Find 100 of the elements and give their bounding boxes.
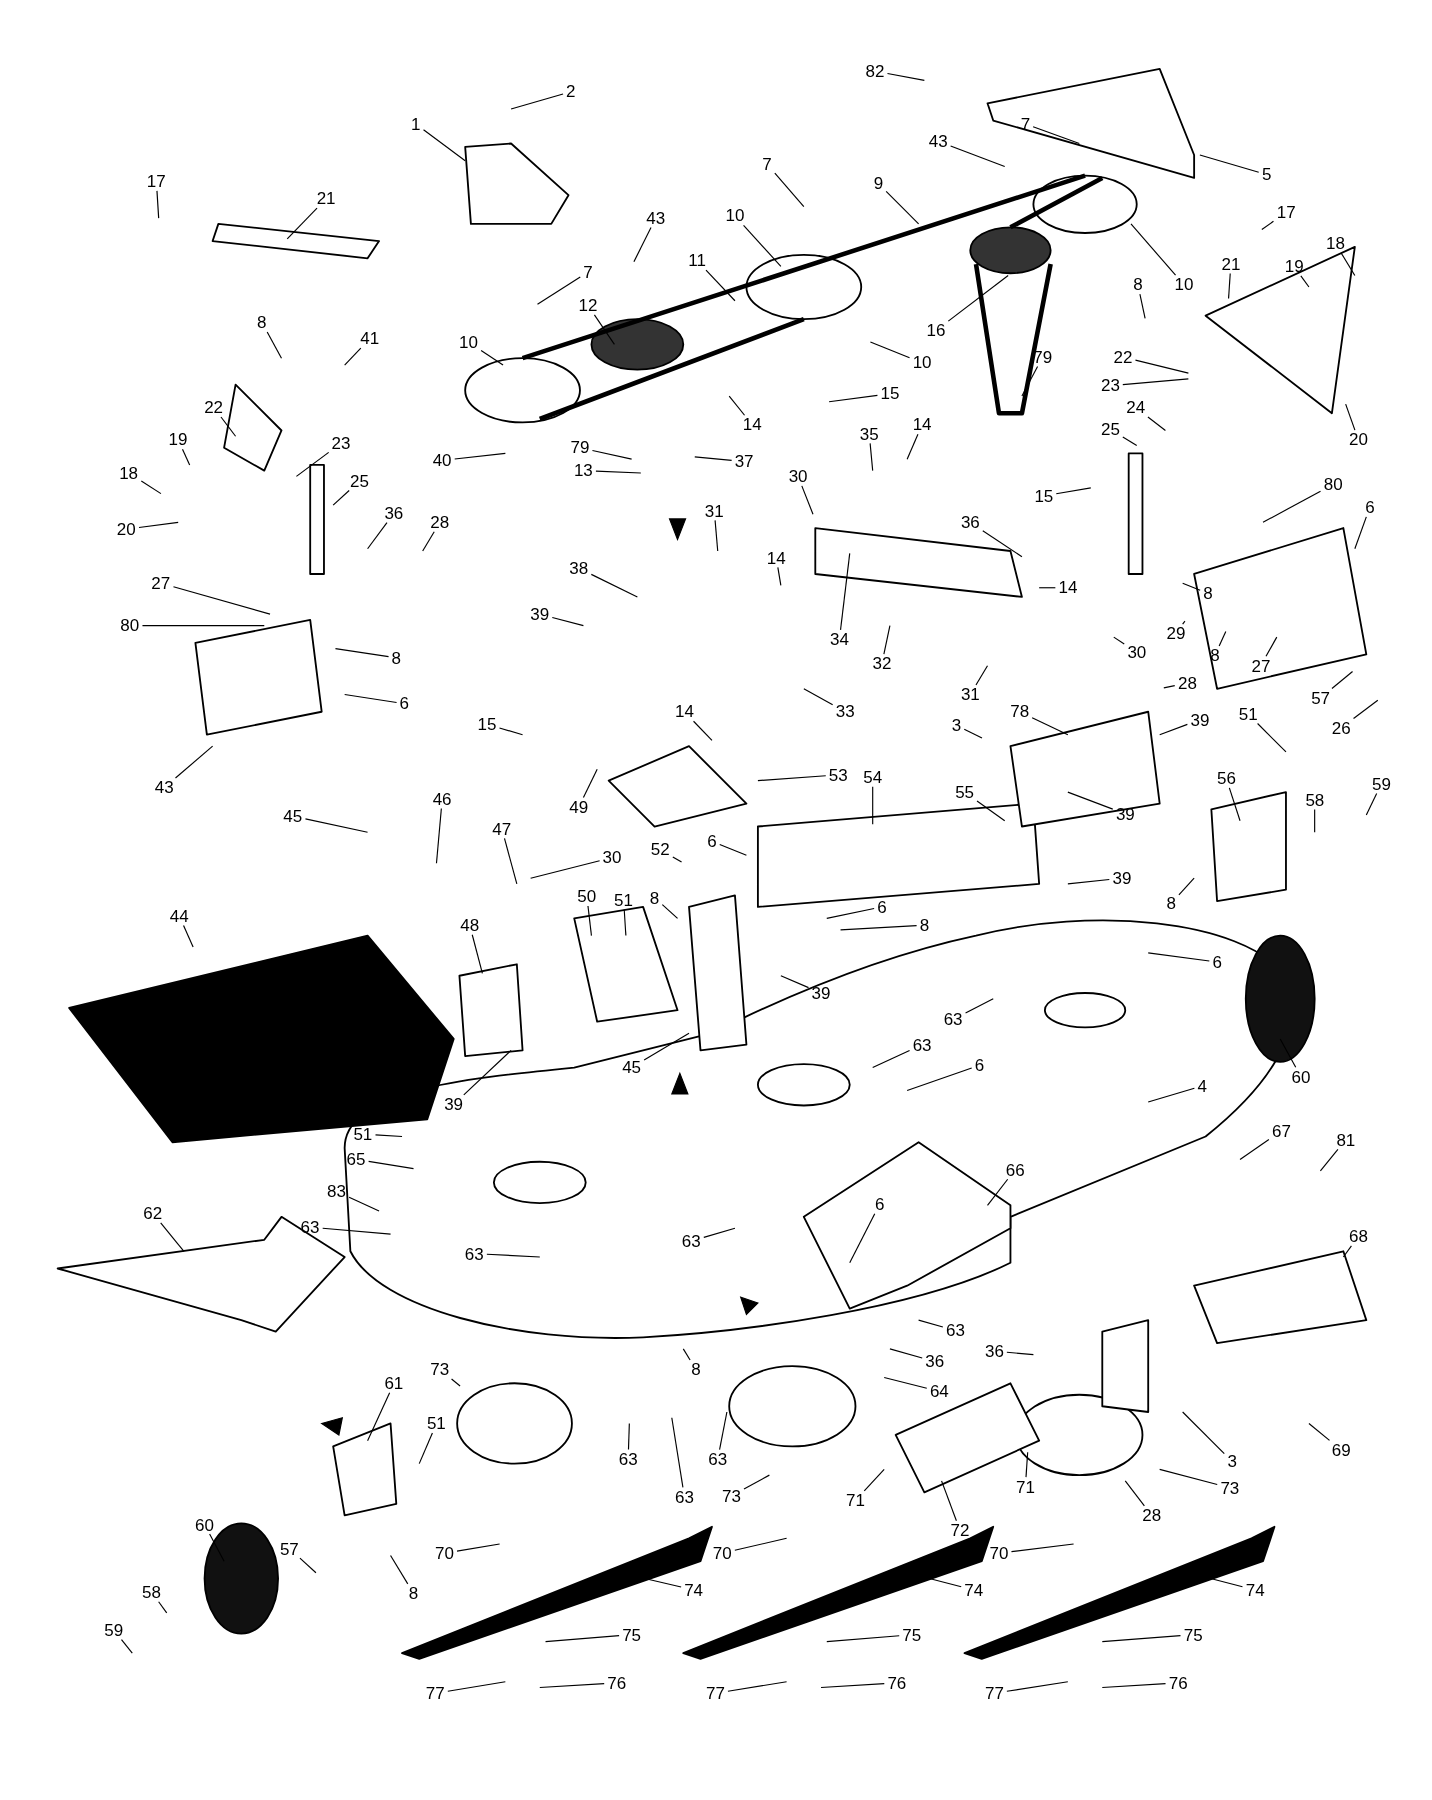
callout-number: 29 xyxy=(1163,624,1189,644)
callout-number: 81 xyxy=(1333,1130,1359,1150)
callout-number: 28 xyxy=(1139,1506,1165,1526)
leader-line xyxy=(941,1480,957,1522)
leader-line xyxy=(530,860,601,879)
leader-line xyxy=(872,1049,911,1069)
leader-line xyxy=(1159,1468,1218,1486)
leader-line xyxy=(344,693,398,704)
callout-number: 19 xyxy=(165,430,191,450)
callout-number: 49 xyxy=(566,797,592,817)
leader-line xyxy=(694,456,733,461)
leader-line xyxy=(743,224,782,267)
leader-line xyxy=(1113,636,1125,645)
leader-line xyxy=(661,904,679,919)
callout-number: 16 xyxy=(923,321,949,341)
callout-number: 8 xyxy=(688,1360,704,1380)
leader-line xyxy=(692,720,713,741)
callout-number: 44 xyxy=(166,906,192,926)
callout-number: 57 xyxy=(276,1539,302,1559)
callout-number: 51 xyxy=(350,1125,376,1145)
leader-line xyxy=(141,625,265,627)
leader-line xyxy=(734,1537,788,1551)
leader-line xyxy=(714,519,719,552)
callout-number: 63 xyxy=(940,1010,966,1030)
callout-number: 66 xyxy=(1002,1160,1028,1180)
leader-line xyxy=(1308,1422,1331,1441)
leader-line xyxy=(1124,1480,1145,1507)
leader-line xyxy=(869,442,874,472)
leader-line xyxy=(869,341,911,359)
callout-number: 14 xyxy=(671,702,697,722)
leader-line xyxy=(334,648,390,658)
leader-line xyxy=(947,274,1009,322)
callout-number: 63 xyxy=(461,1244,487,1264)
callout-number: 31 xyxy=(701,501,727,521)
callout-number: 36 xyxy=(381,503,407,523)
callout-number: 75 xyxy=(1180,1625,1206,1645)
leader-line xyxy=(544,1635,620,1643)
callout-number: 75 xyxy=(619,1625,645,1645)
leader-line xyxy=(1257,722,1287,753)
leader-line xyxy=(1032,126,1080,145)
leader-line xyxy=(743,1474,770,1490)
leader-line xyxy=(332,489,350,506)
leader-line xyxy=(295,451,330,477)
callout-number: 7 xyxy=(580,262,596,282)
leader-line xyxy=(986,1178,1009,1206)
leader-line xyxy=(703,1227,736,1238)
leader-line xyxy=(820,1683,885,1689)
leader-line xyxy=(374,1134,403,1138)
callout-number: 36 xyxy=(922,1352,948,1372)
callout-number: 14 xyxy=(1055,578,1081,598)
leader-line xyxy=(982,530,1023,558)
leader-line xyxy=(1345,403,1356,431)
callout-number: 14 xyxy=(909,415,935,435)
callout-number: 30 xyxy=(599,848,625,868)
callout-number: 15 xyxy=(474,715,500,735)
leader-line xyxy=(1342,1245,1352,1258)
leader-line xyxy=(138,521,179,529)
leader-line xyxy=(367,1392,391,1442)
callout-number: 10 xyxy=(456,332,481,352)
callout-number: 8 xyxy=(254,313,270,333)
callout-number: 59 xyxy=(1368,774,1394,794)
callout-number: 54 xyxy=(860,767,886,787)
leader-line xyxy=(299,1557,317,1574)
callout-number: 65 xyxy=(343,1150,369,1170)
callout-number: 47 xyxy=(489,819,515,839)
leader-line xyxy=(1228,272,1231,300)
leader-line xyxy=(1178,877,1195,896)
callout-number: 28 xyxy=(427,513,453,532)
callout-number: 63 xyxy=(678,1231,704,1251)
leader-line xyxy=(486,1253,541,1258)
callout-number: 22 xyxy=(201,398,227,418)
callout-number: 58 xyxy=(139,1583,165,1603)
leader-line xyxy=(975,665,989,686)
leader-line xyxy=(1199,154,1260,173)
callout-number: 78 xyxy=(1007,702,1033,722)
callout-number: 14 xyxy=(763,548,789,568)
leader-line xyxy=(503,837,518,885)
callout-number: 74 xyxy=(681,1580,707,1600)
leader-line xyxy=(593,314,615,345)
callout-number: 63 xyxy=(942,1321,968,1341)
leader-line xyxy=(435,807,442,864)
leader-line xyxy=(1147,416,1166,432)
callout-number: 73 xyxy=(1217,1478,1243,1498)
callout-number: 56 xyxy=(1213,769,1239,789)
callout-number: 71 xyxy=(843,1491,868,1511)
callout-number: 30 xyxy=(785,467,811,487)
leader-line xyxy=(266,331,283,359)
leader-line xyxy=(451,1378,461,1387)
callout-number: 8 xyxy=(405,1584,422,1604)
leader-line xyxy=(389,1554,409,1585)
callout-number: 6 xyxy=(396,694,412,714)
callout-number: 57 xyxy=(1308,688,1334,708)
callout-number: 7 xyxy=(1017,114,1034,134)
callout-number: 8 xyxy=(1130,275,1146,295)
callout-number: 19 xyxy=(1281,256,1307,276)
callout-number: 27 xyxy=(148,573,174,593)
leader-line xyxy=(1279,1038,1297,1068)
leader-line xyxy=(304,818,369,833)
callout-number: 48 xyxy=(457,916,483,936)
leader-line xyxy=(1262,490,1322,523)
